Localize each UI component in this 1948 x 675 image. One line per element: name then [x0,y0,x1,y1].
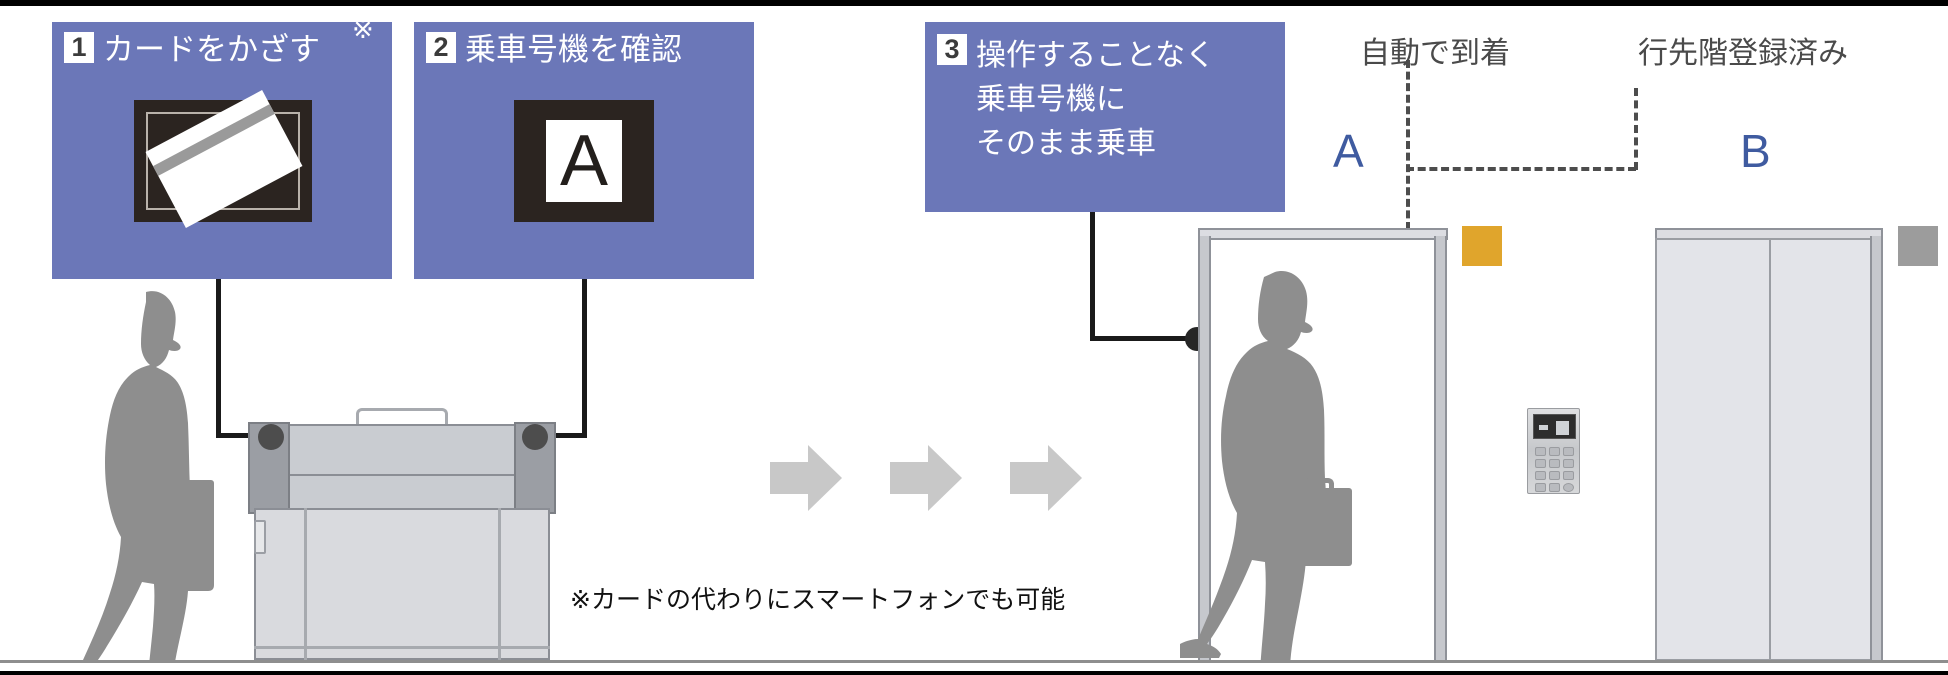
gate-mid-band [272,474,534,510]
elevator-b-doors [1655,238,1883,663]
leader-line-step1-horizontal [216,433,268,438]
leader-line-step2-horizontal [530,433,587,438]
walker-right-silhouette [1180,271,1326,660]
elevator-a-indicator [1462,226,1502,266]
dashed-line-connector-horizontal [1406,167,1636,171]
gate-body-base-line [254,646,550,649]
security-gate [248,408,558,661]
gate-right-card-sensor[interactable] [522,424,548,450]
step-1-header: 1 カードをかざす [52,22,392,68]
hop-key-7[interactable] [1535,471,1546,480]
flow-arrow-1 [770,445,842,511]
destination-operating-panel[interactable] [1527,408,1580,494]
hop-key-6[interactable] [1563,459,1574,468]
dashed-line-elevator-b-vertical [1634,88,1638,170]
gate-left-card-sensor[interactable] [258,424,284,450]
flow-arrow-1-head [808,445,842,511]
leader-line-step3-horizontal [1090,336,1198,341]
step-3-title: 操作することなく 乗車号機に そのまま乗車 [976,39,1216,160]
leader-line-step1-vertical [216,279,221,437]
gate-upper-deck [268,424,536,478]
dashed-line-elevator-a-vertical [1406,60,1410,230]
gate-top-handle [356,408,448,426]
step-2-number: 2 [426,32,456,63]
elevator-b-door-split [1769,240,1771,663]
floor-line [0,660,1948,663]
car-letter-tile-value: A [546,120,622,202]
walker-right-briefcase [1288,488,1352,566]
walker-left-silhouette [83,291,214,660]
letterbox-bottom [0,671,1948,675]
elevator-a-label: A [1333,125,1364,177]
step-2-header: 2 乗車号機を確認 [414,22,754,68]
gate-body-inner-left-line [304,508,307,660]
callout-auto-arrival: 自動で到着 [1360,37,1510,70]
flow-arrow-2 [890,445,962,511]
step-1-title: カードをかざす [103,32,320,67]
flow-arrow-2-shaft [890,462,930,494]
elevator-b-indicator [1898,226,1938,266]
hop-key-2[interactable] [1549,447,1560,456]
gate-indicator-slot [254,520,266,554]
callout-destination-registered: 行先階登録済み [1638,37,1848,70]
card-reader-icon [134,90,312,228]
walker-right-briefcase-handle [1304,478,1334,492]
hop-display-screen [1533,414,1576,439]
elevator-a-lintel [1198,228,1448,240]
hop-key-8[interactable] [1549,471,1560,480]
hop-key-hash[interactable] [1563,483,1574,492]
hop-key-9[interactable] [1563,471,1574,480]
step-1-number: 1 [64,32,94,63]
flow-arrow-2-head [928,445,962,511]
step-1-asterisk: ※ [352,14,374,44]
flow-arrow-1-shaft [770,462,810,494]
leader-line-step3-vertical [1090,212,1095,340]
step-panel-2: 2 乗車号機を確認 A [414,22,754,279]
footnote-text: ※カードの代わりにスマートフォンでも可能 [570,586,1066,614]
step-3-number: 3 [937,34,967,65]
hop-key-1[interactable] [1535,447,1546,456]
gate-main-body [254,508,550,660]
step-3-header: 3 操作することなく 乗車号機に そのまま乗車 [925,22,1285,166]
elevator-b-right-jamb [1870,236,1883,661]
elevator-a-right-jamb [1434,236,1447,661]
walker-left-briefcase [176,480,214,554]
hop-card-icon [1539,425,1548,430]
step-panel-3: 3 操作することなく 乗車号機に そのまま乗車 [925,22,1285,212]
gate-body-inner-right-line [498,508,501,660]
leader-line-step2-vertical [582,279,587,437]
step-2-title: 乗車号機を確認 [465,32,682,67]
elevator-b-label: B [1740,125,1771,177]
letterbox-top [0,0,1948,6]
hop-key-3[interactable] [1563,447,1574,456]
step-panel-1: 1 カードをかざす [52,22,392,279]
flow-arrow-3 [1010,445,1082,511]
hop-key-0[interactable] [1549,483,1560,492]
flow-arrow-3-shaft [1010,462,1050,494]
elevator-a-left-jamb [1198,236,1211,661]
car-letter-tile-icon: A [514,100,654,222]
hop-key-4[interactable] [1535,459,1546,468]
hop-key-5[interactable] [1549,459,1560,468]
hop-key-star[interactable] [1535,483,1546,492]
hop-person-icon [1556,421,1569,435]
flow-arrow-3-head [1048,445,1082,511]
